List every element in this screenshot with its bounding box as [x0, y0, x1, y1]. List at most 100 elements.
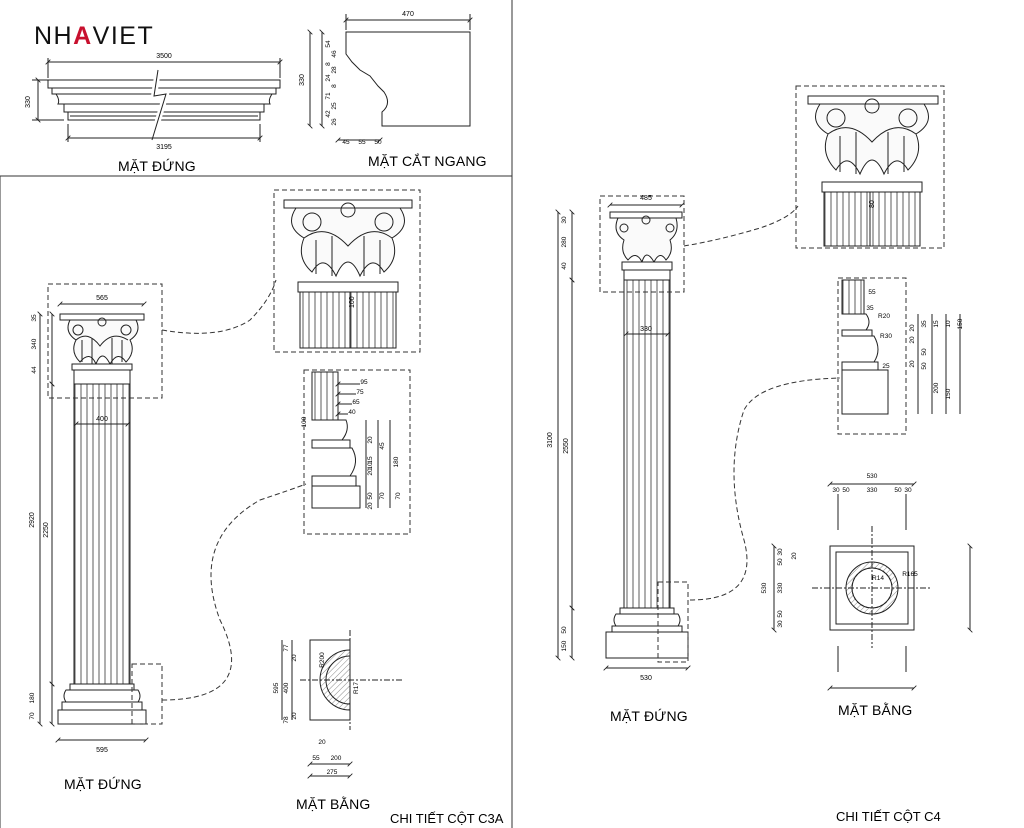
c4-cap-detail-dim: 80	[869, 200, 876, 208]
c4-plan-side-dim: 30	[777, 620, 784, 628]
c4-base-right-dim: 50	[921, 362, 928, 370]
c3a-base-width: 595	[96, 747, 108, 754]
c3a-left-dim: 340	[31, 338, 38, 349]
c3a-plan-view	[281, 630, 404, 776]
c4-plan-side-dim: 530	[761, 582, 768, 593]
brand-logo: NHAVIET	[34, 22, 155, 50]
c3a-base-detail	[311, 371, 391, 509]
c4-base-label: R30	[880, 333, 892, 340]
dim-height: 330	[25, 96, 32, 108]
c4-shaft-width: 330	[640, 326, 652, 333]
section-vertical-dim: 8	[331, 84, 338, 88]
c3a-total-height: 2920	[29, 512, 36, 528]
c4-base-label: 25	[882, 363, 890, 370]
c3a-base-top-dim: 75	[356, 389, 364, 396]
dim-top-width: 3500	[156, 53, 172, 60]
c4-base-right-dim: 200	[933, 382, 940, 393]
c3a-plan-radius: R200	[319, 652, 326, 668]
section-vertical-dim: 54	[325, 40, 332, 48]
section-vertical-dim: 24	[325, 74, 332, 82]
section-vertical-dim: 28	[331, 66, 338, 74]
c3a-column-front	[40, 304, 146, 740]
c3a-base-right-dim: 15	[367, 456, 374, 464]
c3a-base-left-dim: 100	[301, 416, 308, 427]
c4-left-dim: 280	[561, 236, 568, 247]
c4-plan-title: MẶT BẰNG	[838, 701, 912, 718]
c4-total-height: 3100	[547, 432, 554, 448]
c4-base-right-dim: 15	[933, 320, 940, 328]
c3a-plan-bottom-dim: 200	[331, 755, 342, 762]
section-bottom-dim: 55	[358, 139, 366, 146]
c3a-sheet-title: CHI TIẾT CỘT C3A	[390, 811, 504, 826]
c3a-cap-width: 565	[96, 295, 108, 302]
section-vertical-dim: 46	[331, 50, 338, 58]
dim-bottom-width: 3195	[156, 144, 172, 151]
c3a-base-right-dim: 180	[393, 456, 400, 467]
section-height: 330	[299, 74, 306, 86]
c3a-base-right-dim: 70	[395, 492, 402, 500]
c4-plan-side-dim: 330	[777, 582, 784, 593]
c4-front-title: MẶT ĐỨNG	[610, 708, 688, 724]
c3a-shaft-height: 2250	[43, 522, 50, 538]
c4-plan-side-dim: 50	[777, 558, 784, 566]
c3a-base-right-dim: 20	[367, 468, 374, 476]
c4-base-right-dim: 20	[909, 360, 916, 368]
c3a-plan-left-dim: 400	[283, 682, 290, 693]
c4-sheet-title: CHI TIẾT CỘT C4	[836, 809, 941, 824]
title-top-section: MẶT CẮT NGANG	[368, 152, 487, 169]
c4-base-dim: 50	[561, 626, 568, 634]
c4-plan-top-dim: 30	[904, 487, 912, 494]
c4-capital-detail	[807, 95, 939, 247]
c4-plan-side-dim: 30	[777, 548, 784, 556]
title-top-front: MẶT ĐỨNG	[118, 158, 196, 174]
section-bottom-dim: 50	[374, 139, 382, 146]
logo-accent-letter: A	[73, 22, 93, 50]
entablature-section-view	[310, 14, 470, 140]
c3a-plan-title: MẶT BẰNG	[296, 795, 370, 812]
c4-base-label: 35	[866, 305, 874, 312]
section-width: 470	[402, 11, 414, 18]
c3a-front-title: MẶT ĐỨNG	[64, 776, 142, 792]
c3a-base-right-dim: 10	[367, 462, 374, 470]
c3a-base-right-dim: 70	[379, 492, 386, 500]
section-bottom-dims: 45 55 50	[342, 139, 382, 146]
c3a-callout-boxes	[47, 189, 421, 725]
c4-base-label: 55	[868, 289, 876, 296]
c4-plan-top-dim: 50	[894, 487, 902, 494]
c4-base-right-dim: 35	[921, 320, 928, 328]
c4-left-dim: 30	[561, 216, 568, 224]
c3a-plan-left-dim: 20	[291, 654, 298, 662]
section-bottom-dim: 45	[342, 139, 350, 146]
c4-plan-view	[774, 484, 970, 688]
c3a-left-dim: 44	[31, 366, 38, 374]
c3a-plan-bottom-dim: 55	[312, 755, 320, 762]
c4-plan-radius: R14	[872, 575, 884, 582]
c4-base-right-dim: 10	[945, 320, 952, 328]
c3a-base-top-dim: 65	[352, 399, 360, 406]
section-vertical-dim: 71	[325, 92, 332, 100]
section-vertical-dim: 42	[325, 110, 332, 118]
c3a-plan-left-dim: 77	[283, 644, 290, 652]
c4-base-right-dim: 150	[945, 388, 952, 399]
c3a-plan-radius: R17	[353, 682, 360, 694]
c3a-plan-left-dim: 78	[283, 716, 290, 724]
c3a-left-dim: 35	[31, 314, 38, 322]
c3a-base-right-dim: 50	[367, 492, 374, 500]
c3a-plan-left-dim: 20	[291, 712, 298, 720]
c4-base-detail	[841, 279, 961, 415]
c3a-base-dim: 70	[29, 712, 36, 720]
section-vertical-dim: 25	[331, 102, 338, 110]
c3a-plan-bottom-dim: 20	[318, 739, 326, 746]
section-vertical-dim: 8	[325, 62, 332, 66]
c3a-plan-bottom-dim: 275	[327, 769, 338, 776]
c3a-base-right-dim: 45	[379, 442, 386, 450]
c4-plan-radius: R165	[902, 571, 918, 578]
c4-plan-top-dim: 30	[832, 487, 840, 494]
